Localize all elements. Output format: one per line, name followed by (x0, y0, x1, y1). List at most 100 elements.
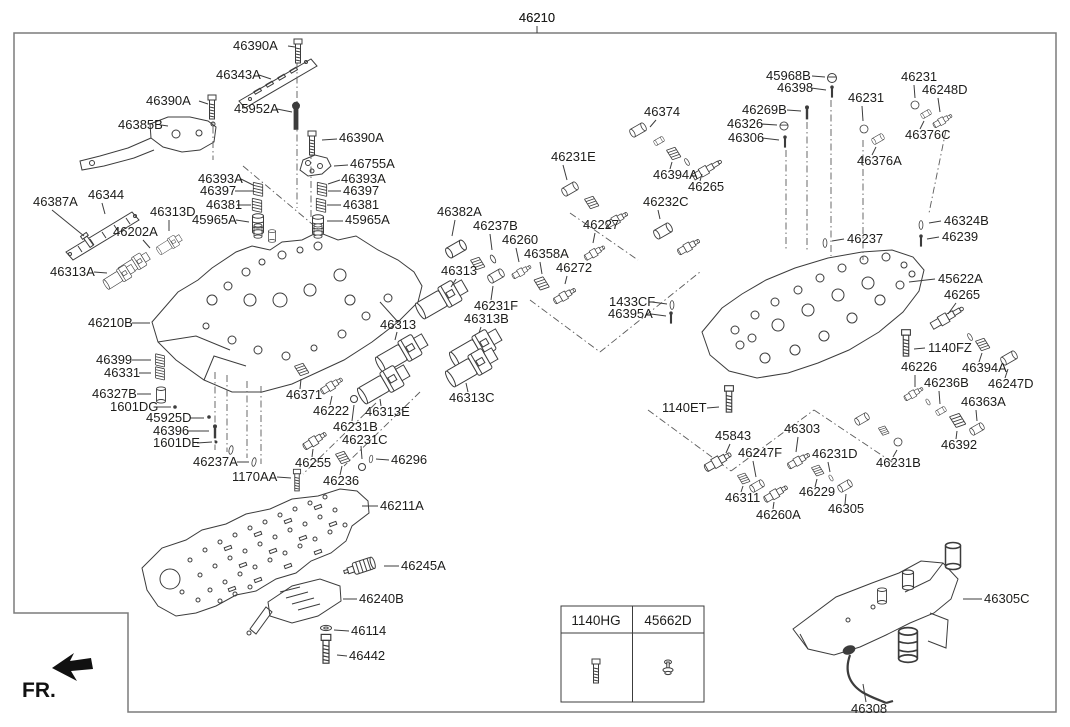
part-label: 45622A (938, 271, 983, 286)
bolt-icon (901, 329, 911, 357)
leader-line (938, 390, 941, 405)
leader-line (321, 138, 338, 141)
solenoid-valve-icon (414, 279, 469, 320)
part-label: 46231 (848, 90, 884, 105)
snap-ring-icon (358, 463, 366, 471)
part-label: 46390A (146, 93, 191, 108)
guide-line (242, 165, 319, 230)
part-label: 46327B (92, 386, 137, 401)
solenoid-valve-icon (156, 234, 183, 256)
valve-sleeve-icon (487, 268, 505, 284)
leader-line (379, 398, 382, 407)
part-label: 46313B (464, 311, 509, 326)
spring-icon (666, 146, 682, 161)
valve-sleeve-icon (871, 133, 885, 145)
o-ring-icon (251, 457, 257, 467)
part-label: 46237 (847, 231, 883, 246)
leader-line (810, 87, 827, 91)
leader-line (978, 352, 983, 363)
part-label: 46231E (551, 149, 596, 164)
leader-line (287, 45, 296, 48)
leader-line (142, 239, 151, 249)
part-label: 46324B (944, 213, 989, 228)
leader-line (926, 236, 940, 240)
leader-line (276, 108, 293, 113)
guide-line (928, 129, 947, 214)
leader-line (862, 683, 867, 703)
leader-line (786, 109, 802, 112)
leader-line (844, 493, 847, 505)
o-ring-icon (368, 454, 374, 464)
spring-icon (949, 412, 967, 428)
part-label: 46114 (351, 623, 386, 638)
upper-valve-body (701, 249, 925, 379)
valve-sleeve-icon (653, 222, 673, 240)
valve-sleeve-icon (854, 412, 870, 426)
bolt-icon (320, 633, 332, 664)
leader-line (478, 326, 482, 334)
spring-icon (584, 195, 600, 210)
valve-assembly-icon (511, 265, 532, 279)
separator-plate (141, 488, 370, 617)
leader-line (394, 331, 398, 341)
leader-line (827, 461, 831, 473)
leader-line (937, 97, 941, 113)
part-label: 46231D (812, 446, 858, 461)
leader-line (333, 629, 350, 632)
guide-line (599, 271, 701, 353)
part-label: 46237B (473, 218, 518, 233)
washer-icon (320, 624, 332, 632)
spring-icon (878, 425, 890, 436)
valve-assembly-icon (553, 288, 576, 305)
part-label: 46306 (728, 130, 764, 145)
ball-icon (207, 415, 211, 419)
part-label: 46265 (688, 179, 724, 194)
leader-line (258, 74, 272, 80)
part-label: 1433CF (609, 294, 655, 309)
leader-line (975, 409, 978, 422)
accumulator-piston-icon (944, 541, 962, 571)
leader-line (814, 478, 818, 488)
wiring-rail (65, 211, 140, 261)
part-label: 46265 (944, 287, 980, 302)
leader-line (299, 378, 302, 390)
root-part-label: 46210 (519, 10, 555, 25)
valve-assembly-icon (903, 387, 924, 401)
part-label: 1140FZ (928, 340, 972, 355)
valve-sleeve-icon (629, 122, 647, 138)
leader-line (592, 232, 596, 244)
leader-line (725, 443, 731, 454)
leader-line (562, 164, 568, 181)
valve-assembly-icon (605, 212, 628, 229)
accumulator-piston-icon (897, 626, 919, 664)
leader-line (451, 219, 456, 237)
leader-line (947, 302, 957, 315)
o-ring-icon (669, 300, 675, 310)
part-label: 46393A (341, 171, 386, 186)
leader-line (795, 436, 799, 453)
leader-line (198, 100, 209, 105)
part-label: 45965A (192, 212, 237, 227)
snap-ring-icon (859, 124, 869, 134)
part-label: 46210B (88, 315, 133, 330)
leader-line (1004, 368, 1009, 379)
bolt-icon (292, 468, 302, 492)
part-label: 46398 (777, 80, 813, 95)
leader-line (160, 124, 169, 127)
leader-line (539, 261, 543, 275)
part-label: 46397 (200, 183, 236, 198)
valve-sleeve-icon (561, 181, 579, 197)
part-label: 46232C (643, 194, 689, 209)
leader-line (564, 275, 568, 285)
spring-icon (155, 353, 165, 368)
part-label: 46399 (96, 352, 132, 367)
valve-assembly-icon (677, 239, 700, 256)
valve-sleeve-icon (445, 239, 467, 259)
small-parts (79, 38, 1018, 684)
part-label: 46226 (901, 359, 937, 374)
valve-assembly-icon (932, 114, 953, 128)
cap-icon (779, 121, 789, 131)
ball-icon (214, 440, 218, 444)
part-label: 46231C (342, 432, 388, 447)
spring-icon (335, 450, 351, 465)
